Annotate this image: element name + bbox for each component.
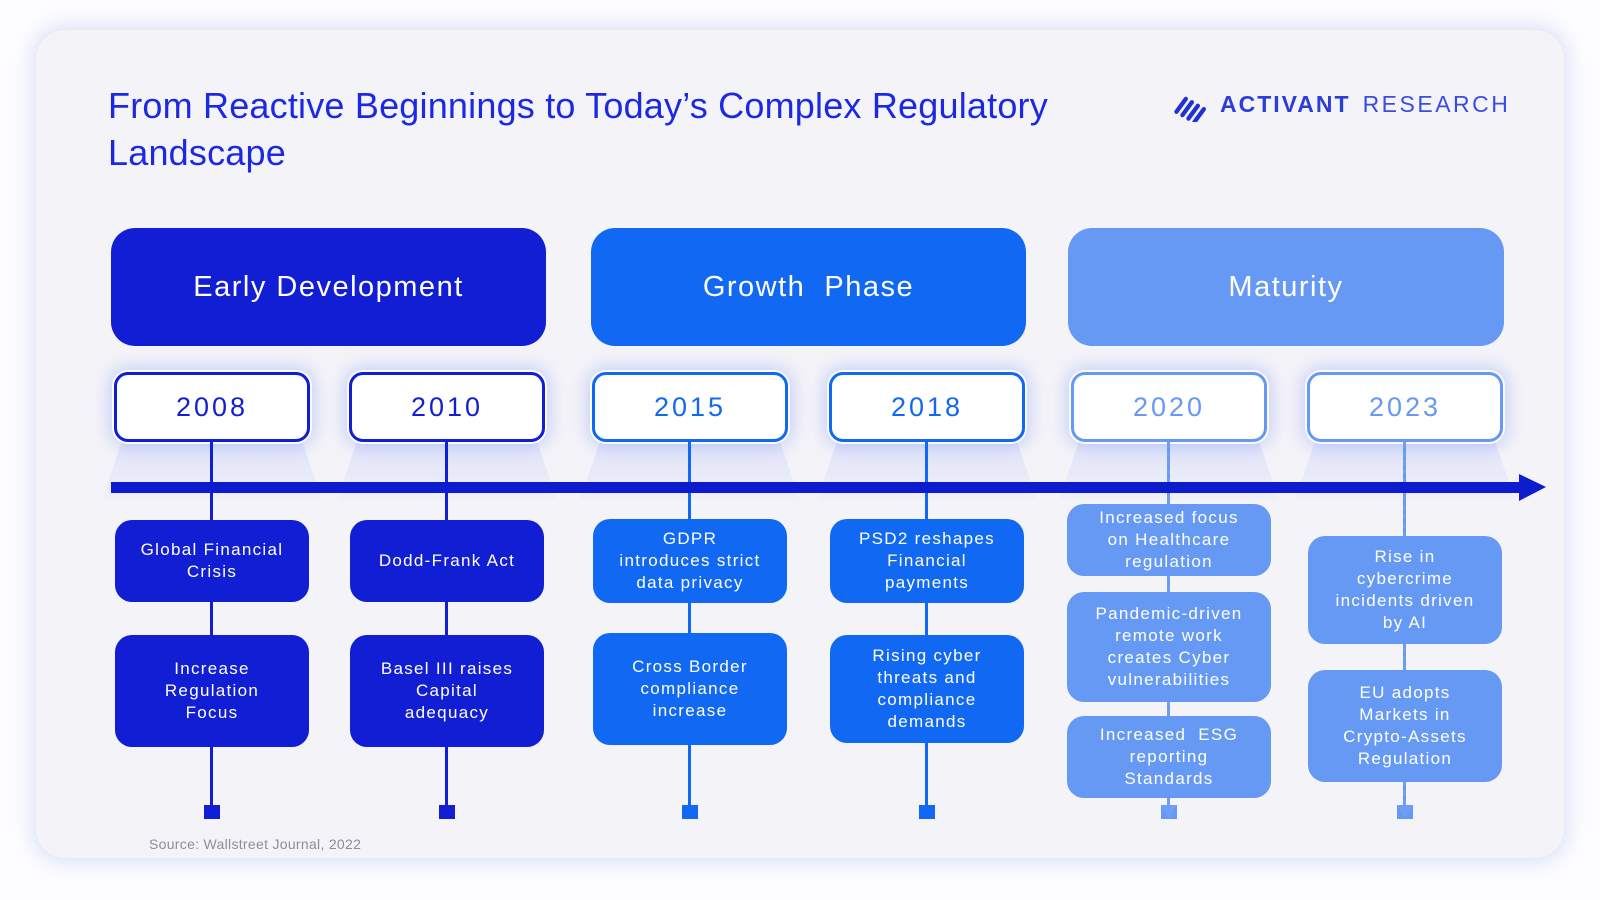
event-gdpr: GDPR introduces strict data privacy xyxy=(593,519,787,603)
timeline-arrowhead-icon xyxy=(1519,474,1546,501)
phase-early-development: Early Development xyxy=(111,228,546,346)
event-global-financial-crisis: Global Financial Crisis xyxy=(115,520,309,602)
phase-maturity: Maturity xyxy=(1068,228,1504,346)
connector-line-2010 xyxy=(445,442,448,805)
year-badge-2010: 2010 xyxy=(349,372,545,442)
connector-arrowhead xyxy=(682,805,698,819)
phase-label: Early Development xyxy=(193,270,464,303)
event-cross-border-compliance: Cross Border compliance increase xyxy=(593,633,787,745)
connector-line-2018 xyxy=(925,442,928,805)
event-increase-regulation-focus: Increase Regulation Focus xyxy=(115,635,309,747)
year-badge-2018: 2018 xyxy=(829,372,1025,442)
year-badge-2015: 2015 xyxy=(592,372,788,442)
connector-line-2008 xyxy=(210,442,213,805)
event-basel-iii: Basel III raises Capital adequacy xyxy=(350,635,544,747)
connector-arrowhead xyxy=(204,805,220,819)
connector-arrowhead xyxy=(1397,805,1413,819)
phase-growth: Growth Phase xyxy=(591,228,1026,346)
event-esg-reporting: Increased ESG reporting Standards xyxy=(1067,716,1271,798)
brand-logo: ACTIVANT RESEARCH xyxy=(1172,86,1510,122)
year-badge-2020: 2020 xyxy=(1071,372,1267,442)
connector-arrowhead xyxy=(1161,805,1177,819)
event-dodd-frank-act: Dodd-Frank Act xyxy=(350,520,544,602)
year-badge-2023: 2023 xyxy=(1307,372,1503,442)
event-pandemic-remote-work: Pandemic-driven remote work creates Cybe… xyxy=(1067,592,1271,702)
event-healthcare-regulation: Increased focus on Healthcare regulation xyxy=(1067,504,1271,576)
event-psd2: PSD2 reshapes Financial payments xyxy=(830,519,1024,603)
source-caption: Source: Wallstreet Journal, 2022 xyxy=(149,836,362,852)
year-badge-2008: 2008 xyxy=(114,372,310,442)
phase-label: Growth Phase xyxy=(702,270,915,303)
event-cybercrime-ai: Rise in cybercrime incidents driven by A… xyxy=(1308,536,1502,644)
activant-stripes-icon xyxy=(1172,86,1210,122)
brand-name-secondary: RESEARCH xyxy=(1362,90,1511,117)
connector-line-2015 xyxy=(688,442,691,805)
infographic-card: From Reactive Beginnings to Today’s Comp… xyxy=(36,30,1564,858)
page-title: From Reactive Beginnings to Today’s Comp… xyxy=(108,85,1048,173)
timeline-arrow xyxy=(111,482,1521,493)
event-rising-cyber-threats: Rising cyber threats and compliance dema… xyxy=(830,635,1024,743)
phase-label: Maturity xyxy=(1228,270,1344,303)
brand-name-primary: ACTIVANT xyxy=(1220,90,1351,117)
event-eu-crypto-regulation: EU adopts Markets in Crypto-Assets Regul… xyxy=(1308,670,1502,782)
connector-arrowhead xyxy=(919,805,935,819)
connector-arrowhead xyxy=(439,805,455,819)
